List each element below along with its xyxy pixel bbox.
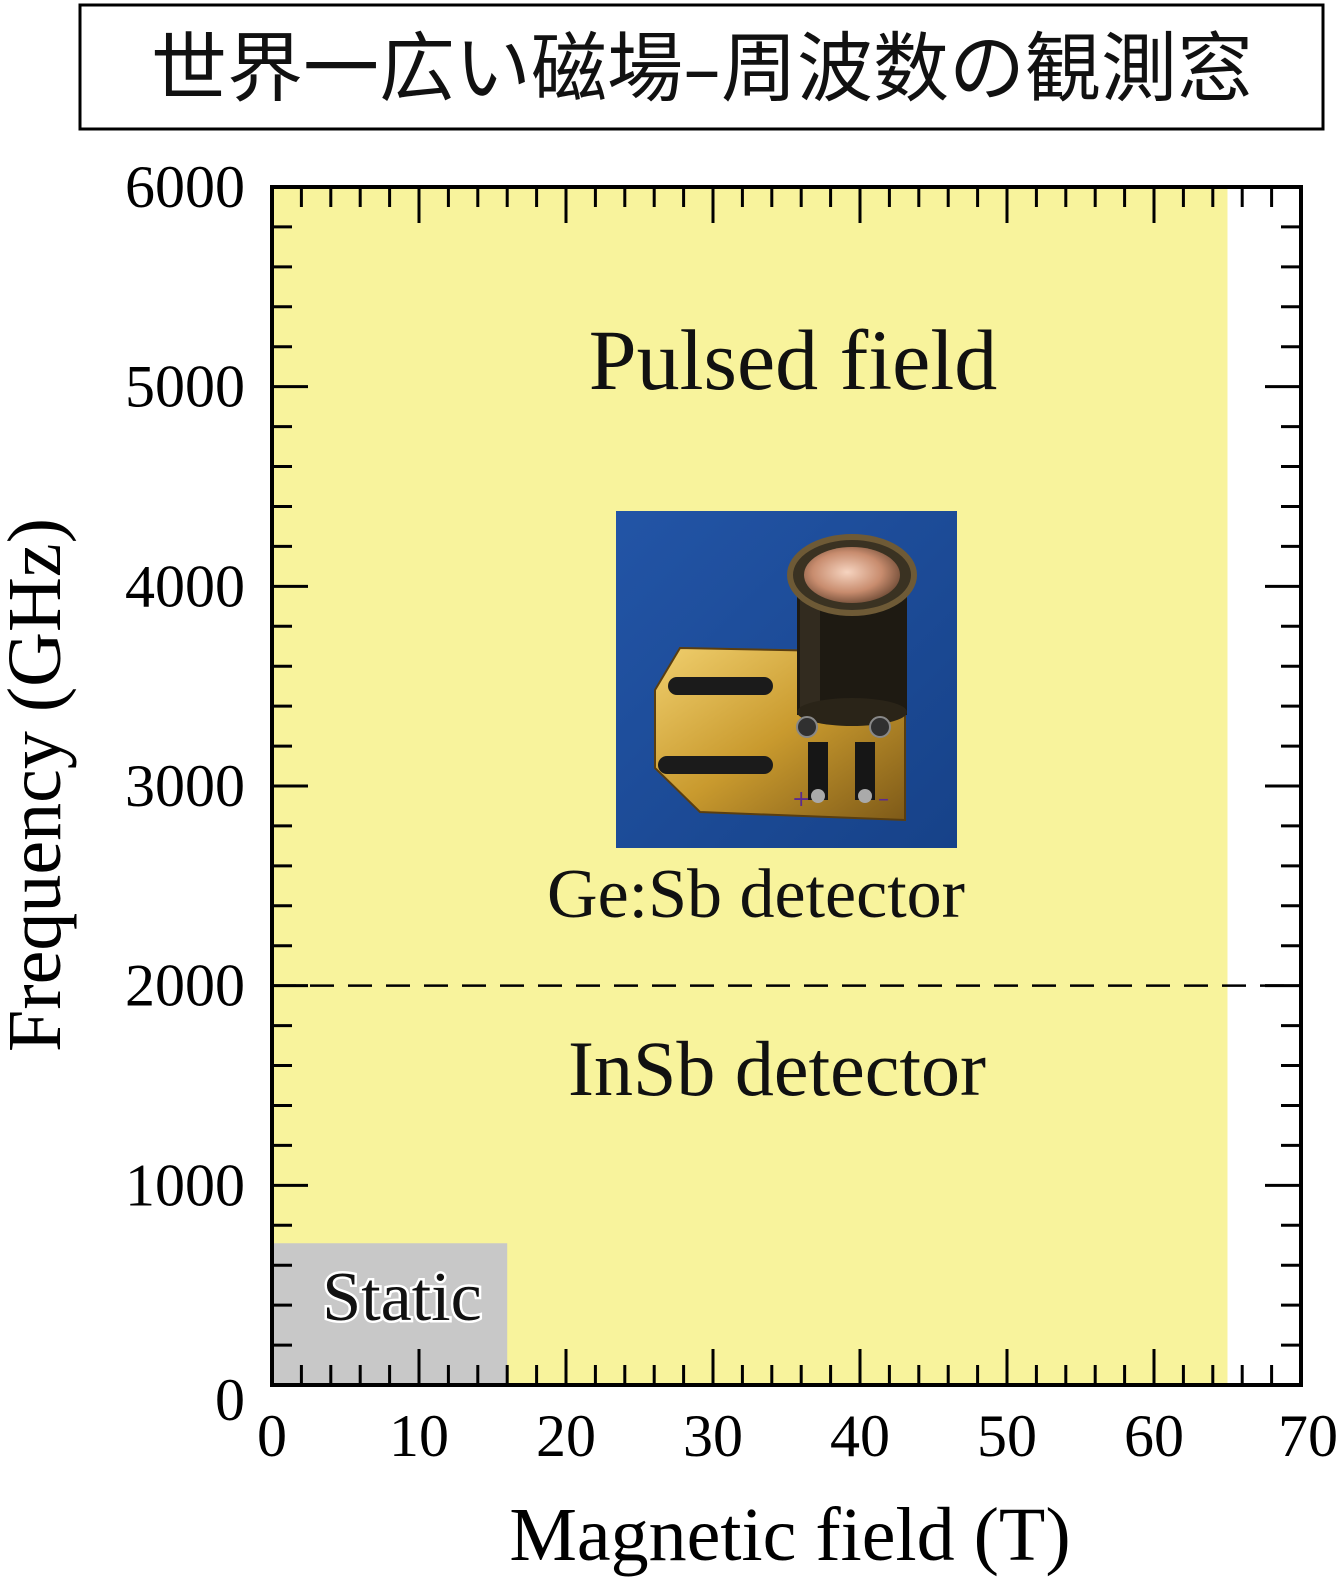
gesb-detector-label: Ge:Sb detector <box>547 856 965 933</box>
y-axis-label: Frequency (GHz) <box>0 518 77 1052</box>
title-box <box>78 3 1325 131</box>
x-tick-label: 70 <box>1278 1403 1338 1469</box>
x-tick-label: 40 <box>830 1403 890 1469</box>
x-tick-label: 50 <box>977 1403 1037 1469</box>
static-label: Static <box>322 1259 481 1336</box>
y-tick-label: 1000 <box>125 1152 245 1218</box>
x-tick-label: 0 <box>257 1403 287 1469</box>
photo-minus-sign: – <box>878 787 889 812</box>
x-tick-label: 10 <box>389 1403 449 1469</box>
x-tick-label: 30 <box>683 1403 743 1469</box>
y-tick-label: 4000 <box>125 553 245 619</box>
photo-plus-sign: + <box>792 787 810 812</box>
x-axis-label: Magnetic field (T) <box>509 1493 1070 1577</box>
x-tick-label: 20 <box>536 1403 596 1469</box>
y-tick-label: 6000 <box>125 154 245 220</box>
y-tick-label: 2000 <box>125 953 245 1019</box>
y-tick-label: 0 <box>215 1367 245 1433</box>
pulsed-field-label: Pulsed field <box>589 312 997 408</box>
insb-detector-label: InSb detector <box>568 1025 986 1112</box>
y-tick-label: 3000 <box>125 753 245 819</box>
static-field-region <box>272 1243 508 1385</box>
x-tick-label: 60 <box>1124 1403 1184 1469</box>
detector-photo: + – <box>616 511 957 848</box>
y-tick-label: 5000 <box>125 354 245 420</box>
chart-title: 世界一広い磁場–周波数の観測窓 <box>151 24 1253 113</box>
plot-frame <box>270 185 1303 1387</box>
x-tick-labels: 0 10 20 30 40 50 60 70 <box>257 1403 1338 1469</box>
y-tick-labels: 0 1000 2000 3000 4000 5000 6000 <box>125 154 245 1433</box>
